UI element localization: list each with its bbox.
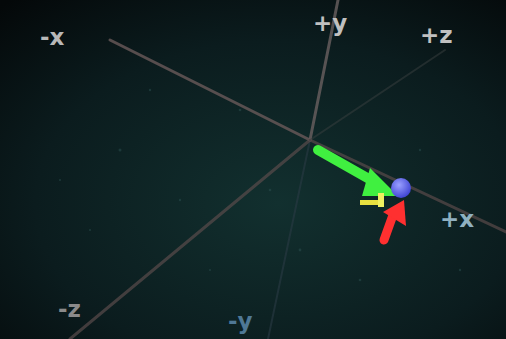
axis-label: -z [58, 298, 81, 321]
axis-label: +y [313, 12, 347, 35]
axis-label: -x [40, 26, 64, 49]
axis-label: +z [420, 24, 453, 47]
axis-label: -y [228, 310, 253, 333]
axis-label: +x [440, 208, 474, 231]
